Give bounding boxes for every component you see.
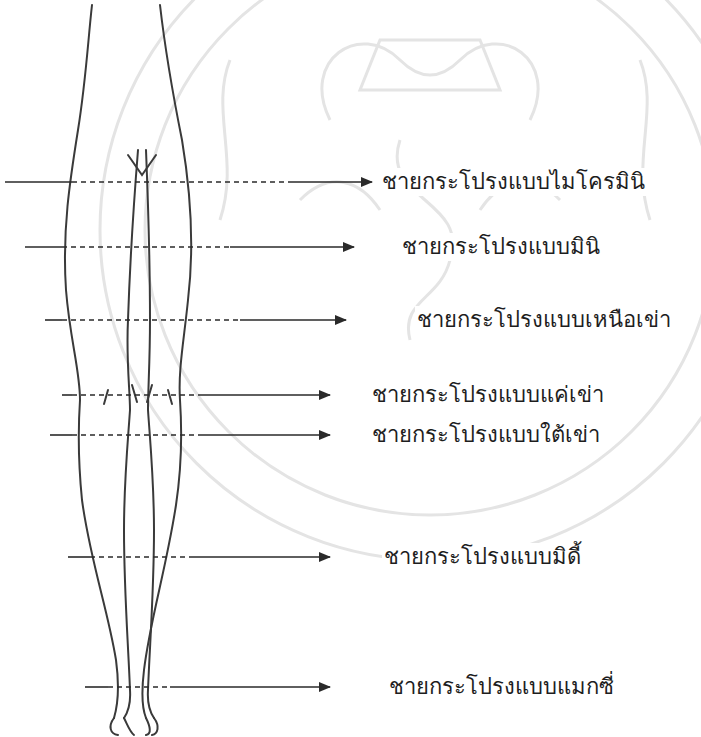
leader-arrows bbox=[5, 182, 372, 687]
hem-length-label: ชายกระโปรงแบบมิดี้ bbox=[382, 543, 583, 571]
legs-outline bbox=[65, 5, 191, 735]
hem-length-label: ชายกระโปรงแบบแมกซี่ bbox=[387, 673, 616, 701]
hem-length-label: ชายกระโปรงแบบไมโครมินิ bbox=[380, 168, 647, 196]
hem-length-label: ชายกระโปรงแบบมินิ bbox=[400, 233, 602, 261]
hem-length-label: ชายกระโปรงแบบแค่เข่า bbox=[370, 381, 606, 409]
hem-length-label: ชายกระโปรงแบบใต้เข่า bbox=[370, 421, 602, 449]
hem-length-label: ชายกระโปรงแบบเหนือเข่า bbox=[415, 306, 673, 334]
